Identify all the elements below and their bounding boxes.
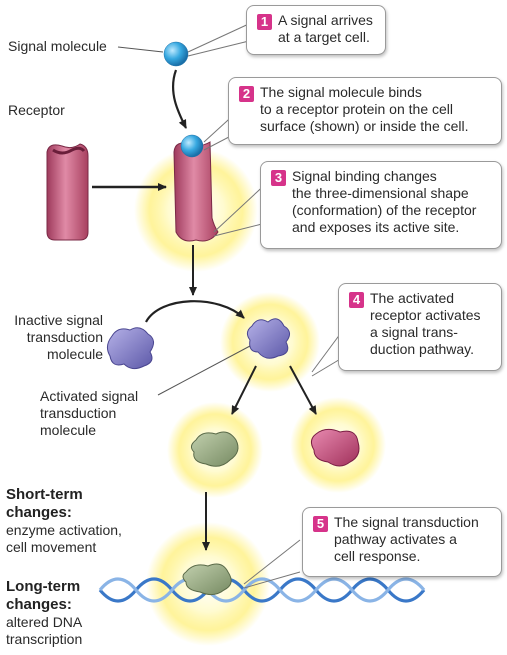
step-3-badge: 3 [271, 170, 286, 186]
bound-signal-molecule [180, 134, 204, 158]
callout1-pointer [187, 21, 254, 53]
step-4-text: The activated receptor activates a signa… [370, 290, 481, 357]
pathway-arrow-2 [231, 365, 257, 415]
step-3-callout: 3 Signal binding changes the three-dimen… [260, 161, 502, 249]
binding-arrow [171, 69, 187, 129]
step-5-badge: 5 [313, 516, 328, 532]
signal-molecule-leader [117, 46, 164, 53]
pathway-arrow-3 [289, 365, 317, 415]
step-1-badge: 1 [257, 14, 272, 30]
activation-arrow [145, 300, 245, 323]
long-term-text: altered DNA transcription [6, 614, 83, 647]
long-term-heading: Long-term changes: [6, 578, 81, 613]
green-response-molecule [190, 431, 239, 467]
step-1-callout: 1 A signal arrives at a target cell. [246, 5, 386, 55]
activated-leader [157, 345, 251, 396]
step-4-badge: 4 [349, 292, 364, 308]
step-1-text: A signal arrives at a target cell. [278, 12, 373, 45]
step-2-text: The signal molecule binds to a receptor … [260, 84, 469, 134]
signal-molecule [163, 41, 189, 67]
step-5-text: The signal transduction pathway activate… [334, 514, 479, 564]
activated-transduction-molecule [246, 318, 290, 359]
step-2-callout: 2 The signal molecule binds to a recepto… [228, 77, 502, 145]
activated-molecule-label: Activated signal transduction molecule [40, 388, 139, 438]
step-3-text: Signal binding changes the three-dimensi… [292, 168, 477, 235]
receptor-unbound [46, 143, 89, 241]
step-4-callout: 4 The activated receptor activates a sig… [338, 283, 502, 371]
inactive-molecule-label: Inactive signal transduction molecule [14, 312, 103, 362]
short-term-text: enzyme activation, cell movement [6, 522, 122, 555]
dna-helix [98, 577, 426, 603]
step-5-callout: 5 The signal transduction pathway activa… [302, 507, 502, 577]
signal-molecule-label: Signal molecule [8, 38, 107, 54]
inactive-transduction-molecule [106, 327, 154, 370]
dna-bound-molecule [182, 563, 232, 596]
step-2-badge: 2 [239, 86, 254, 102]
pink-response-molecule [310, 428, 360, 467]
short-term-heading: Short-term changes: [6, 486, 83, 521]
receptor-label: Receptor [8, 102, 65, 118]
